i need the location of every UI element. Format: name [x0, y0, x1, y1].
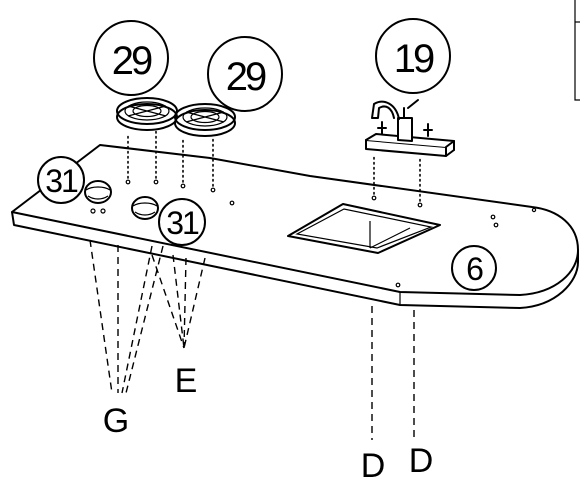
callout-rings-right: 29: [207, 36, 283, 112]
sink-cutout: [287, 203, 441, 254]
svg-text:19: 19: [394, 37, 434, 81]
callout-tabletop: 6: [451, 245, 497, 291]
svg-text:6: 6: [466, 251, 483, 287]
grommet-right: [131, 196, 159, 220]
partial-table-box: [574, 0, 580, 101]
callout-faucet: 19: [375, 18, 451, 94]
grommet-left: [84, 180, 112, 214]
hardware-dotted-lines: [127, 127, 421, 202]
tabletop-holes: [125, 179, 537, 288]
leader-lines-d: [371, 306, 415, 440]
svg-text:29: 29: [226, 55, 266, 99]
svg-text:29: 29: [112, 39, 152, 83]
ring-grommet-left: [116, 97, 178, 131]
callout-grommet-right: 31: [158, 198, 206, 246]
faucet: [365, 99, 455, 157]
svg-text:31: 31: [45, 163, 78, 199]
tabletop-panel: [11, 144, 579, 309]
leader-lines-g: [89, 239, 164, 394]
svg-text:31: 31: [166, 205, 199, 241]
label-g: G: [103, 402, 129, 440]
callout-grommet-left: 31: [37, 156, 85, 204]
label-d-right: D: [409, 442, 434, 480]
ring-grommet-right: [174, 103, 236, 137]
label-e: E: [175, 362, 198, 400]
label-d-left: D: [361, 447, 386, 485]
leader-lines-e: [151, 254, 206, 349]
callout-rings-left: 29: [93, 20, 169, 96]
